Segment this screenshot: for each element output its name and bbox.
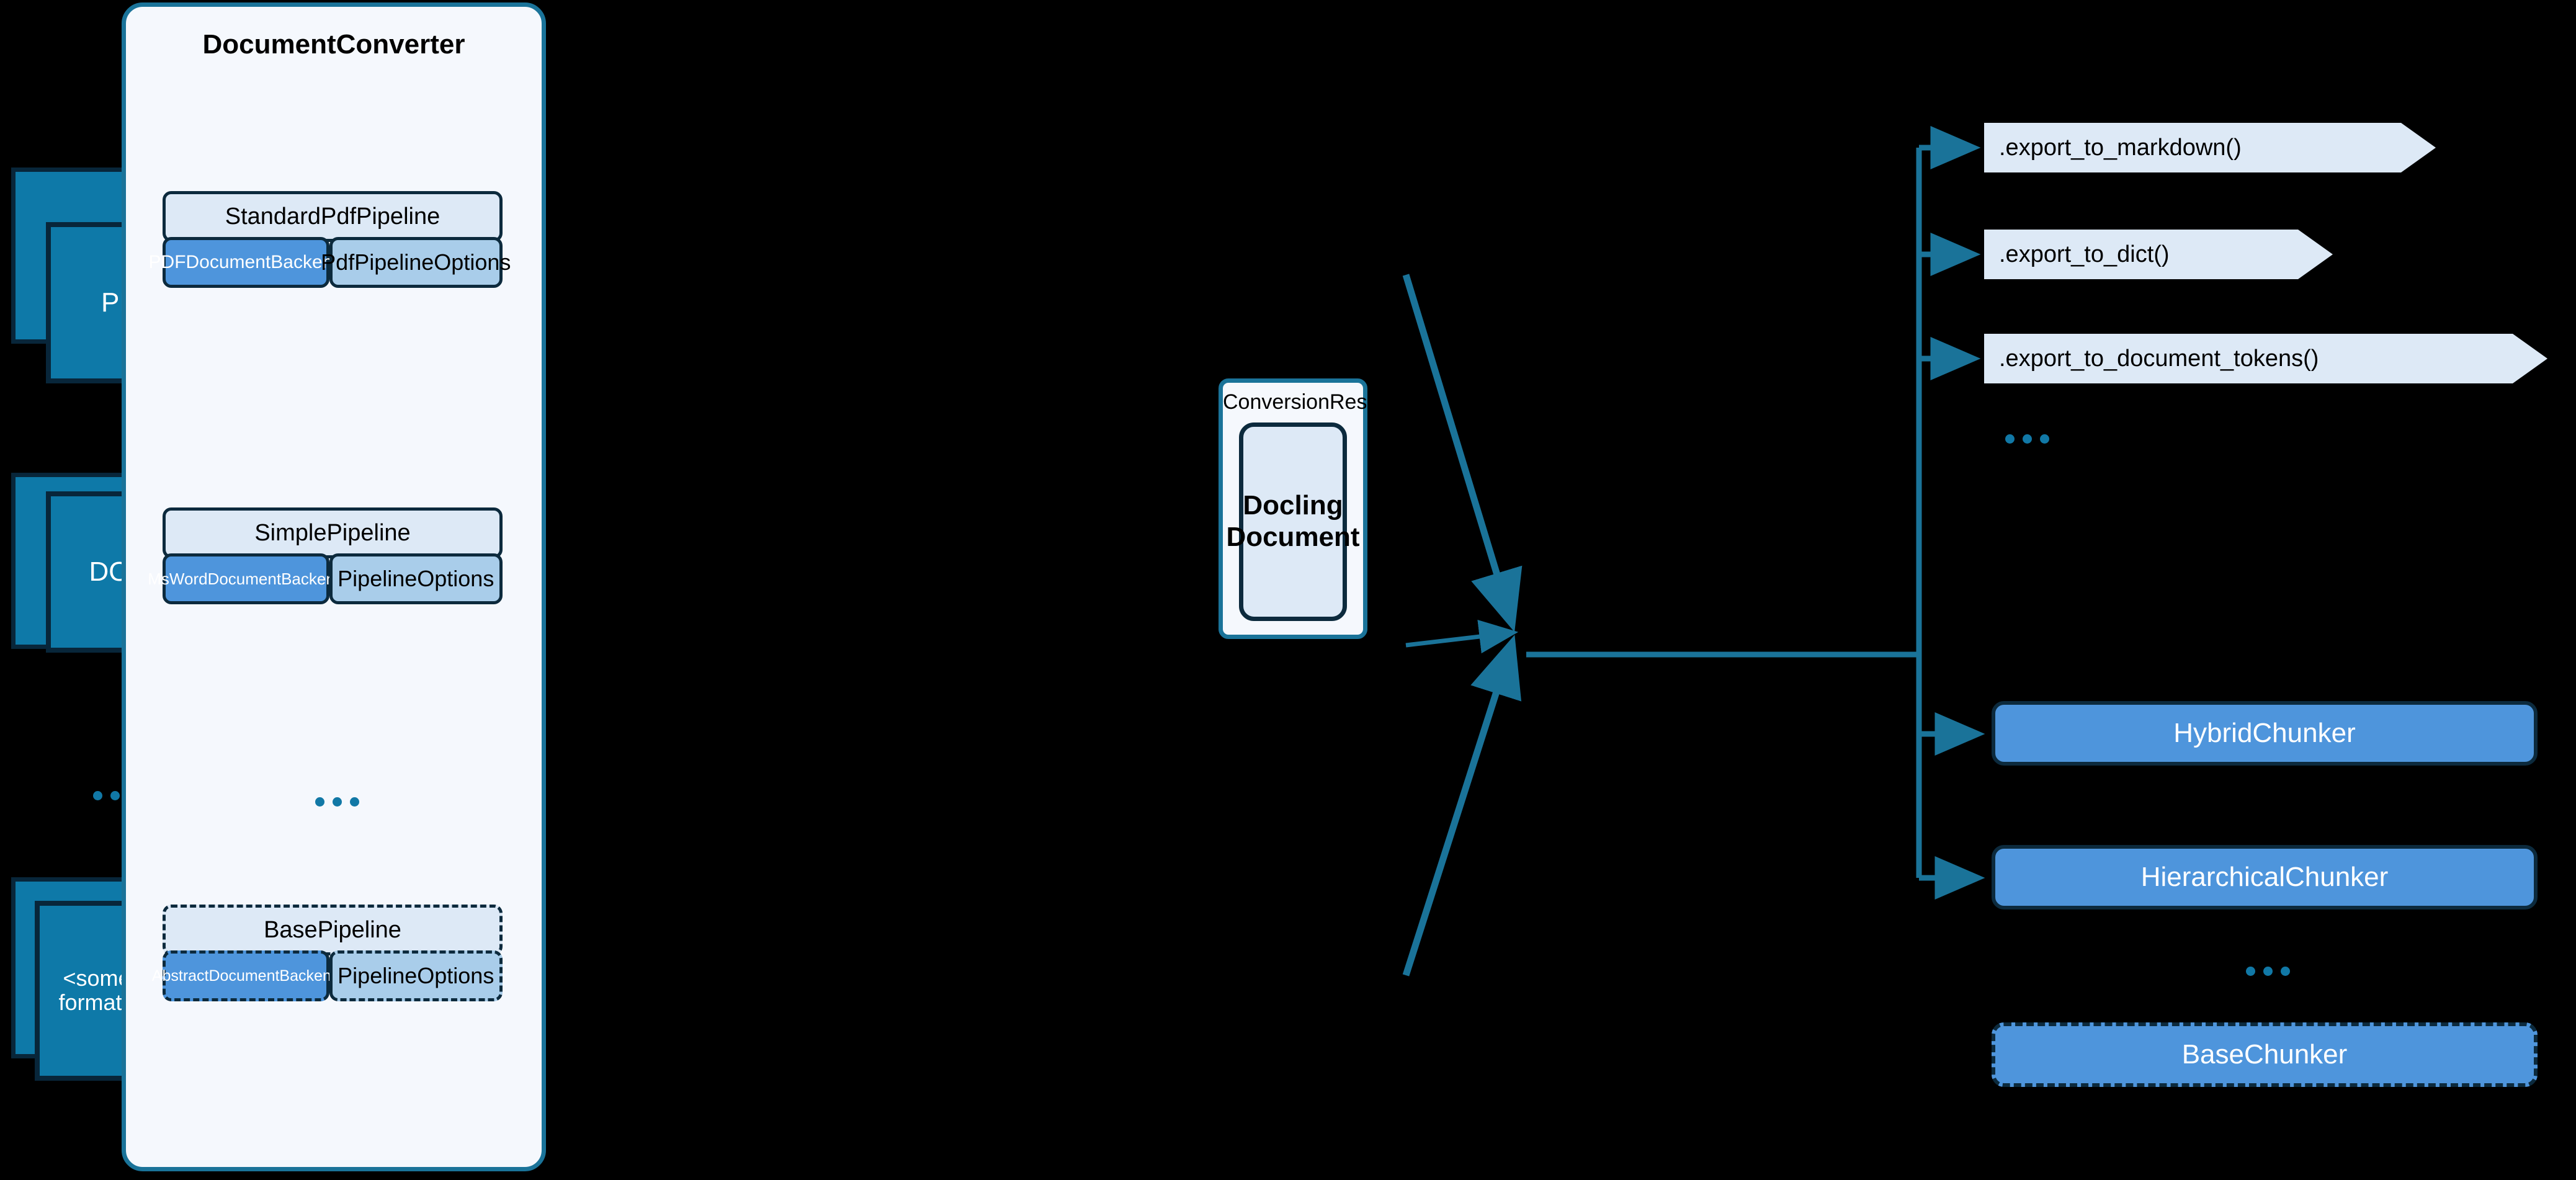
chunkers-ellipsis	[2246, 967, 2290, 976]
export-to-document-tokens[interactable]: .export_to_document_tokens()	[1984, 334, 2547, 383]
pipeline-head-simple[interactable]: SimplePipeline	[163, 507, 503, 558]
options-pdf-pipeline[interactable]: PdfPipelineOptions	[321, 237, 511, 288]
dot	[2005, 434, 2015, 444]
pipeline-row-standard-pdf: PDFDocumentBackend PdfPipelineOptions	[149, 237, 511, 288]
chunker-base[interactable]: BaseChunker	[1992, 1022, 2538, 1087]
dot	[2281, 967, 2290, 976]
chunker-hierarchical[interactable]: HierarchicalChunker	[1992, 845, 2538, 910]
dot	[2263, 967, 2273, 976]
options-pipeline-base[interactable]: PipelineOptions	[329, 950, 503, 1001]
export-to-markdown[interactable]: .export_to_markdown()	[1984, 123, 2436, 172]
dot	[2040, 434, 2049, 444]
docling-document-box[interactable]: Docling Document	[1226, 422, 1360, 621]
dot	[2246, 967, 2255, 976]
exports-ellipsis	[2005, 434, 2049, 444]
dot	[2023, 434, 2032, 444]
dot	[315, 797, 324, 807]
conversion-result-box: ConversionResult Docling Document	[1219, 378, 1390, 639]
pipeline-row-base: AbstractDocumentBackend PipelineOptions	[152, 950, 503, 1001]
pipeline-base[interactable]: BasePipeline AbstractDocumentBackend Pip…	[152, 905, 503, 1001]
pipeline-simple[interactable]: SimplePipeline MsWordDocumentBackend Pip…	[148, 507, 503, 604]
pipeline-head-base[interactable]: BasePipeline	[163, 905, 503, 955]
chunker-hybrid[interactable]: HybridChunker	[1992, 701, 2538, 766]
pipeline-standard-pdf[interactable]: StandardPdfPipeline PDFDocumentBackend P…	[149, 191, 511, 288]
dot	[110, 791, 120, 800]
converter-ellipsis	[315, 797, 359, 807]
backend-msword-document[interactable]: MsWordDocumentBackend	[148, 553, 344, 604]
converter-title: DocumentConverter	[202, 29, 465, 60]
dot	[333, 797, 342, 807]
pipeline-head-standard-pdf[interactable]: StandardPdfPipeline	[163, 191, 503, 242]
options-pipeline-simple[interactable]: PipelineOptions	[329, 553, 503, 604]
export-to-dict[interactable]: .export_to_dict()	[1984, 230, 2333, 279]
dot	[350, 797, 359, 807]
backend-pdf-document[interactable]: PDFDocumentBackend	[149, 237, 343, 288]
backend-abstract-document[interactable]: AbstractDocumentBackend	[152, 950, 340, 1001]
pipeline-row-simple: MsWordDocumentBackend PipelineOptions	[148, 553, 503, 604]
conversion-result-label: ConversionResult	[1223, 390, 1390, 414]
dot	[93, 791, 102, 800]
